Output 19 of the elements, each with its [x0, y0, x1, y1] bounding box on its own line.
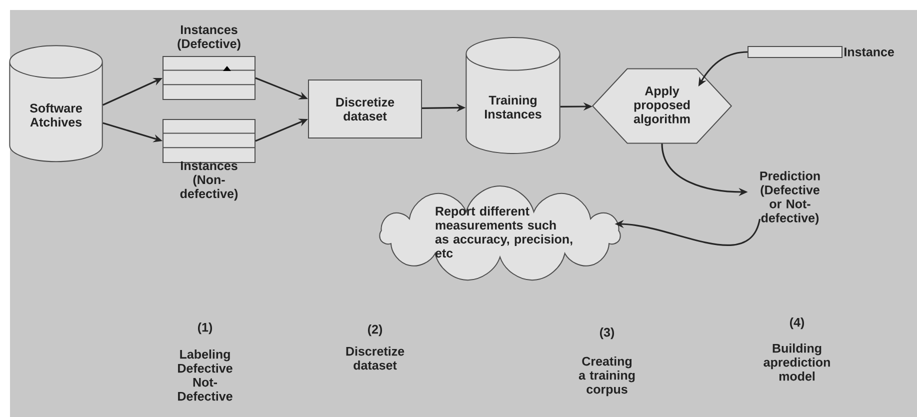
- table-box: Instances (Non-defective): [162, 119, 256, 201]
- step-number: (2): [368, 324, 382, 336]
- report-cloud: Report different measurements such as accuracy, precision, etc: [379, 186, 621, 281]
- instance-bar: Instance: [748, 46, 894, 58]
- database-cylinder: Software Atchives: [9, 45, 103, 162]
- node-label: Instances (Defective): [178, 25, 240, 51]
- node-label: Instance: [844, 48, 894, 56]
- database-cylinder: Training Instances: [466, 37, 560, 154]
- table-box: Instances (Defective): [162, 25, 256, 100]
- step-caption: Discretize dataset: [346, 346, 404, 370]
- step-number: (3): [600, 328, 614, 340]
- step-caption: Labeling Defective Not- Defective: [178, 350, 232, 401]
- step-caption: Building aprediction model: [764, 344, 830, 381]
- step-number: (1): [198, 322, 212, 334]
- step-number: (4): [790, 318, 804, 330]
- step-caption: Creating a training corpus: [578, 356, 635, 396]
- process-box: Discretize dataset: [308, 80, 422, 138]
- node-label: Instances (Non-defective): [180, 161, 238, 201]
- prediction-text: Prediction (Defective or Not- defective): [760, 171, 820, 225]
